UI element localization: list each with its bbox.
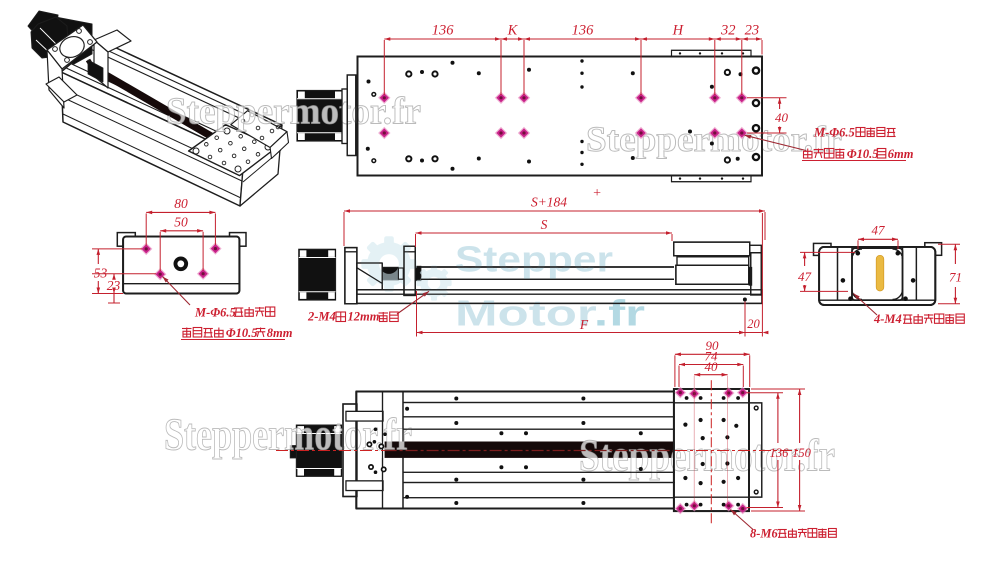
- svg-text:Φ10.5: Φ10.5: [847, 147, 879, 161]
- svg-text:32: 32: [720, 23, 736, 39]
- svg-text:M-Φ6.5: M-Φ6.5: [194, 306, 236, 320]
- svg-text:2-M4: 2-M4: [307, 310, 336, 324]
- svg-text:8-M6: 8-M6: [750, 527, 779, 541]
- svg-text:40: 40: [775, 110, 789, 125]
- svg-text:12mm: 12mm: [348, 310, 380, 324]
- svg-text:Motor.fr: Motor.fr: [455, 293, 645, 334]
- svg-text:4-M4: 4-M4: [873, 312, 902, 326]
- svg-text:Steppermotor.fr: Steppermotor.fr: [586, 119, 842, 159]
- svg-text:47: 47: [798, 269, 812, 284]
- svg-text:Φ10.5: Φ10.5: [226, 326, 258, 340]
- svg-text:M-Φ6.5: M-Φ6.5: [813, 126, 855, 140]
- svg-text:23: 23: [107, 278, 121, 293]
- svg-text:40: 40: [705, 359, 719, 374]
- svg-text:S+184: S+184: [531, 195, 567, 210]
- svg-text:71: 71: [949, 270, 962, 285]
- svg-text:6mm: 6mm: [888, 147, 914, 161]
- svg-text:74: 74: [705, 349, 719, 364]
- svg-text:Stepper: Stepper: [455, 239, 613, 280]
- svg-text:90: 90: [706, 338, 720, 353]
- svg-text:150: 150: [792, 446, 812, 460]
- svg-text:47: 47: [872, 223, 886, 238]
- svg-text:K: K: [507, 23, 519, 39]
- svg-text:136: 136: [572, 23, 595, 39]
- svg-text:H: H: [672, 23, 685, 39]
- svg-text:23: 23: [745, 23, 760, 39]
- svg-text:80: 80: [174, 196, 188, 211]
- svg-text:20: 20: [747, 317, 760, 331]
- svg-text:Steppermotor.fr: Steppermotor.fr: [579, 431, 835, 481]
- svg-text:8mm: 8mm: [267, 326, 293, 340]
- svg-text:S: S: [541, 217, 548, 232]
- svg-text:F: F: [579, 317, 589, 332]
- svg-text:+: +: [592, 186, 601, 201]
- svg-text:136: 136: [770, 446, 790, 460]
- svg-text:50: 50: [174, 215, 188, 230]
- svg-text:53: 53: [94, 266, 108, 281]
- svg-text:136: 136: [432, 23, 455, 39]
